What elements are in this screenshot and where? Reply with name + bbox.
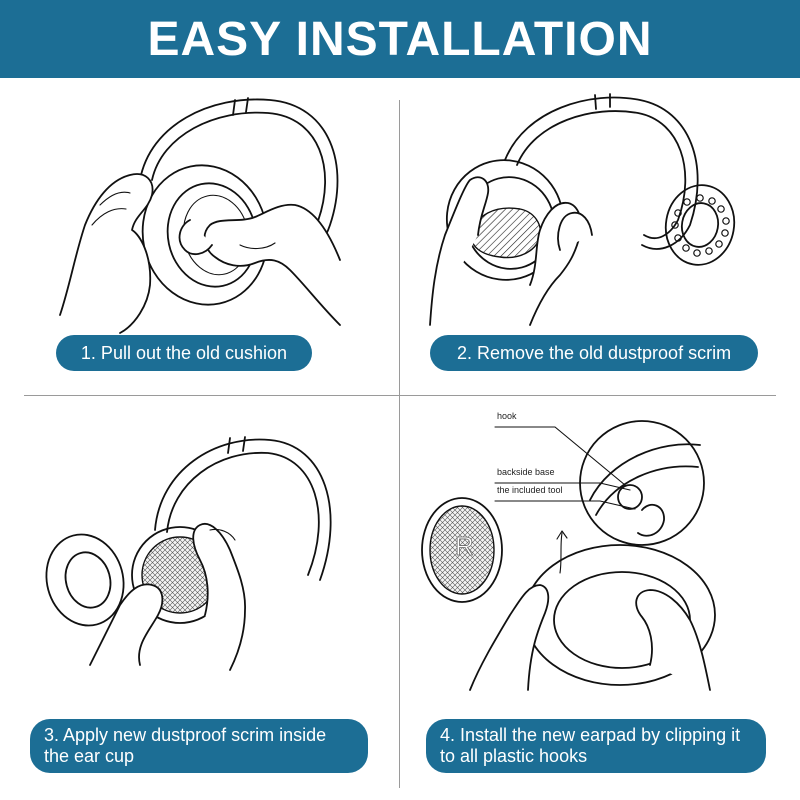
hands	[89, 523, 246, 671]
horizontal-divider	[24, 395, 776, 396]
step-4-illustration: R	[410, 405, 790, 695]
callout-included-tool: the included tool	[497, 485, 563, 495]
callout-backside-base: backside base	[497, 467, 555, 477]
callout-hook: hook	[497, 411, 517, 421]
hands	[469, 584, 711, 691]
step-1-label: 1. Pull out the old cushion	[56, 335, 312, 371]
headband	[154, 436, 332, 581]
removed-ear-cup: R	[421, 497, 503, 603]
detached-earpad	[45, 533, 125, 627]
step-3-label: 3. Apply new dustproof scrim inside the …	[30, 719, 368, 773]
step-2-label: 2. Remove the old dustproof scrim	[430, 335, 758, 371]
removed-scrim-ring	[664, 184, 736, 266]
step-3-illustration	[40, 420, 370, 680]
right-hand	[178, 203, 341, 326]
vertical-divider	[399, 100, 400, 788]
svg-text:R: R	[455, 531, 474, 561]
page-title: EASY INSTALLATION	[147, 12, 653, 66]
step-2-illustration	[410, 85, 750, 335]
step-1-illustration	[40, 85, 360, 335]
headband	[504, 93, 699, 250]
detail-zoom-circle	[579, 420, 705, 546]
hands	[429, 176, 593, 326]
arrow-up-icon	[556, 530, 568, 574]
left-hand	[59, 173, 154, 334]
header-banner: EASY INSTALLATION	[0, 0, 800, 78]
step-4-label: 4. Install the new earpad by clipping it…	[426, 719, 766, 773]
